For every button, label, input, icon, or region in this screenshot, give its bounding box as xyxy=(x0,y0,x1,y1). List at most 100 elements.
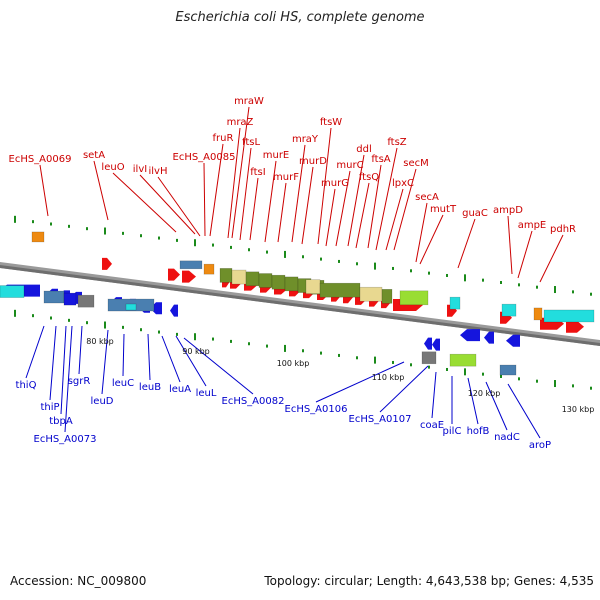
feature-block xyxy=(305,279,321,294)
tick-mark xyxy=(158,330,160,334)
tick-mark xyxy=(446,273,448,277)
forward-label-leader xyxy=(264,160,277,243)
forward-gene-label: ilvH xyxy=(149,166,168,177)
tick-mark xyxy=(194,239,196,247)
reverse-gene-label: leuA xyxy=(169,384,191,395)
forward-gene-label: leuO xyxy=(101,162,124,173)
reverse-label-leader xyxy=(49,325,57,401)
reverse-gene-label: coaE xyxy=(420,420,444,431)
tick-mark xyxy=(392,266,394,270)
forward-gene-label: secA xyxy=(415,192,439,203)
tick-mark xyxy=(428,365,430,369)
forward-label-leader xyxy=(227,127,241,239)
reverse-gene-label: leuB xyxy=(139,382,161,393)
tick-mark xyxy=(518,283,520,287)
reverse-gene-label: hofB xyxy=(467,426,490,437)
tick-mark xyxy=(500,375,502,378)
genome-title: Escherichia coli HS, complete genome xyxy=(175,10,425,25)
tick-mark xyxy=(158,236,160,240)
reverse-label-leader xyxy=(101,329,109,395)
tick-mark xyxy=(104,227,106,235)
tick-mark xyxy=(266,250,268,254)
feature-block xyxy=(219,268,233,283)
tick-mark xyxy=(374,262,376,270)
forward-label-leader xyxy=(335,170,351,247)
tick-mark xyxy=(392,360,394,364)
tick-mark xyxy=(572,384,574,388)
feature-blocks xyxy=(0,231,595,376)
tick-mark xyxy=(482,372,484,376)
forward-gene-label: ftsQ xyxy=(359,172,379,183)
forward-label-leader xyxy=(517,230,533,279)
forward-gene-label: secM xyxy=(403,158,429,169)
reverse-gene-arrow xyxy=(506,334,520,347)
feature-block xyxy=(359,286,383,302)
reverse-gene-label: pilC xyxy=(443,426,462,437)
forward-label-leader xyxy=(239,147,252,241)
feature-block xyxy=(77,294,95,308)
tick-mark xyxy=(248,248,250,252)
tick-mark xyxy=(410,363,412,367)
forward-gene-arrow xyxy=(102,257,112,270)
feature-block xyxy=(421,351,437,365)
forward-label-leader xyxy=(539,234,564,283)
reverse-label-leader xyxy=(183,337,254,395)
scale-label: 130 kbp xyxy=(562,405,595,414)
feature-block xyxy=(284,276,299,292)
forward-gene-label: setA xyxy=(83,150,105,161)
tick-mark xyxy=(176,238,178,242)
tick-mark xyxy=(212,243,214,247)
reverse-gene-label: tbpA xyxy=(49,416,73,427)
feature-block xyxy=(125,303,137,311)
feature-block xyxy=(258,273,273,288)
scale-label: 80 kbp xyxy=(86,337,114,346)
forward-label-leader xyxy=(157,176,201,237)
tick-mark xyxy=(428,271,430,275)
reverse-label-leader xyxy=(64,325,73,433)
tick-mark xyxy=(302,349,304,353)
forward-label-leader xyxy=(203,162,206,237)
tick-mark xyxy=(32,220,34,224)
tick-mark xyxy=(464,274,466,282)
feature-block xyxy=(231,269,247,285)
forward-gene-label: murE xyxy=(263,150,290,161)
reverse-label-leader xyxy=(25,325,45,379)
reverse-gene-label: EcHS_A0106 xyxy=(285,404,348,415)
forward-gene-label: ampD xyxy=(493,205,523,216)
tick-marks-lower xyxy=(14,309,592,390)
reverse-gene-arrow xyxy=(432,338,440,351)
forward-label-leader xyxy=(355,182,370,249)
reverse-label-leader xyxy=(431,371,437,419)
tick-mark xyxy=(572,290,574,294)
tick-mark xyxy=(536,285,538,289)
forward-gene-label: lpxC xyxy=(392,178,414,189)
accession-text: Accession: NC_009800 xyxy=(10,574,147,588)
tick-mark xyxy=(32,314,34,318)
forward-gene-label: ftsA xyxy=(371,154,390,165)
forward-gene-label: mraY xyxy=(292,134,319,145)
tick-mark xyxy=(356,262,358,266)
tick-mark xyxy=(320,351,322,355)
genome-summary-text: Topology: circular; Length: 4,643,538 bp… xyxy=(264,574,594,588)
feature-block xyxy=(449,353,477,367)
tick-mark xyxy=(86,227,88,231)
reverse-label-leader xyxy=(485,381,508,431)
reverse-label-leader xyxy=(60,325,67,415)
forward-gene-label: fruR xyxy=(213,133,234,144)
tick-mark xyxy=(14,309,16,317)
tick-mark xyxy=(14,215,16,223)
tick-mark xyxy=(338,259,340,263)
forward-gene-label: murG xyxy=(321,178,349,189)
tick-mark xyxy=(284,344,286,352)
feature-block xyxy=(449,296,461,310)
feature-block xyxy=(543,309,595,323)
tick-mark xyxy=(446,367,448,371)
forward-label-leader xyxy=(347,154,365,247)
scale-label: 110 kbp xyxy=(372,373,405,382)
reverse-gene-label: leuL xyxy=(196,388,217,399)
tick-mark xyxy=(284,250,286,258)
reverse-label-leader xyxy=(147,333,151,381)
feature-block xyxy=(533,307,543,321)
